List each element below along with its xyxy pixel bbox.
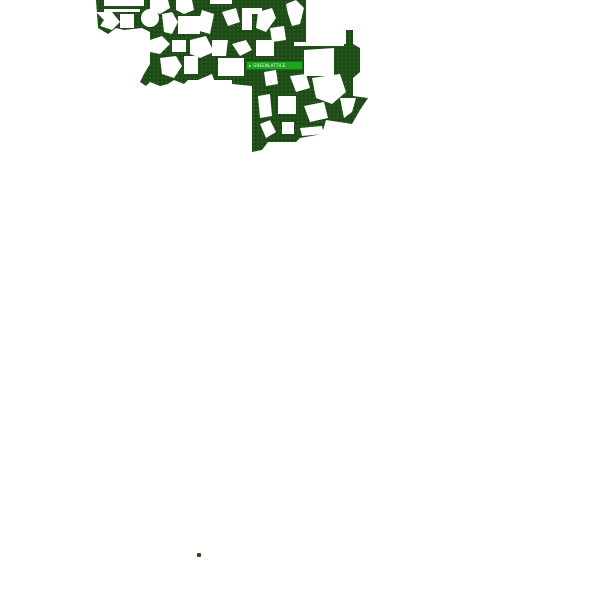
cutout-cross-icon bbox=[120, 14, 134, 28]
cutout-circle-icon bbox=[141, 9, 159, 27]
cutout-box-icon bbox=[172, 40, 186, 52]
cutout-tilted-square-icon bbox=[304, 102, 328, 122]
cutout-small-box-icon bbox=[282, 122, 294, 134]
cutout-pillar-icon bbox=[258, 94, 272, 118]
cutout-bar-icon bbox=[104, 0, 144, 6]
cutout-top-bar-icon bbox=[210, 0, 232, 4]
cutout-square-outline-icon bbox=[278, 96, 296, 114]
cutout-small-square-icon bbox=[270, 26, 286, 42]
cutout-wave-icon bbox=[300, 126, 324, 136]
cutout-leaf-icon bbox=[190, 36, 214, 58]
cutout-shoe-icon bbox=[260, 120, 276, 138]
greenlattice-label[interactable]: ▸GREENLATTICE bbox=[246, 61, 303, 70]
lattice-cutouts bbox=[96, 0, 356, 138]
greenlattice-label-text: GREENLATTICE bbox=[253, 63, 286, 68]
cutout-thin-bar-icon bbox=[104, 9, 140, 12]
cutout-window-icon bbox=[304, 48, 334, 76]
cutout-small-tile-icon bbox=[264, 70, 278, 86]
cutout-blob-icon bbox=[150, 36, 170, 54]
cutout-panel-icon bbox=[256, 40, 274, 56]
tag-icon: ▸ bbox=[249, 63, 252, 68]
cutout-shield-icon bbox=[150, 0, 170, 14]
cutout-drop-icon bbox=[162, 12, 178, 34]
cutout-tilted-card-icon bbox=[196, 10, 214, 34]
cutout-pointer-icon bbox=[286, 0, 304, 26]
cutout-bracket-icon bbox=[242, 8, 262, 30]
cutout-wedge-icon bbox=[340, 98, 356, 118]
cutout-cup-icon bbox=[212, 40, 228, 56]
cutout-lamp-icon bbox=[160, 56, 182, 78]
cutout-frame-icon bbox=[184, 56, 198, 74]
cutout-bird-icon bbox=[312, 74, 346, 104]
cutout-grid-icon bbox=[218, 58, 244, 76]
cutout-star-icon bbox=[96, 12, 120, 30]
stray-dot bbox=[197, 553, 201, 557]
cutout-house-icon bbox=[176, 0, 194, 14]
cutout-petal-icon bbox=[232, 40, 252, 56]
cutout-boat-icon bbox=[290, 74, 310, 92]
cutout-diamond-icon bbox=[222, 8, 240, 26]
cutout-square-icon bbox=[178, 16, 200, 34]
cutout-strip-icon bbox=[294, 42, 344, 46]
cutout-arrow-icon bbox=[256, 8, 276, 32]
